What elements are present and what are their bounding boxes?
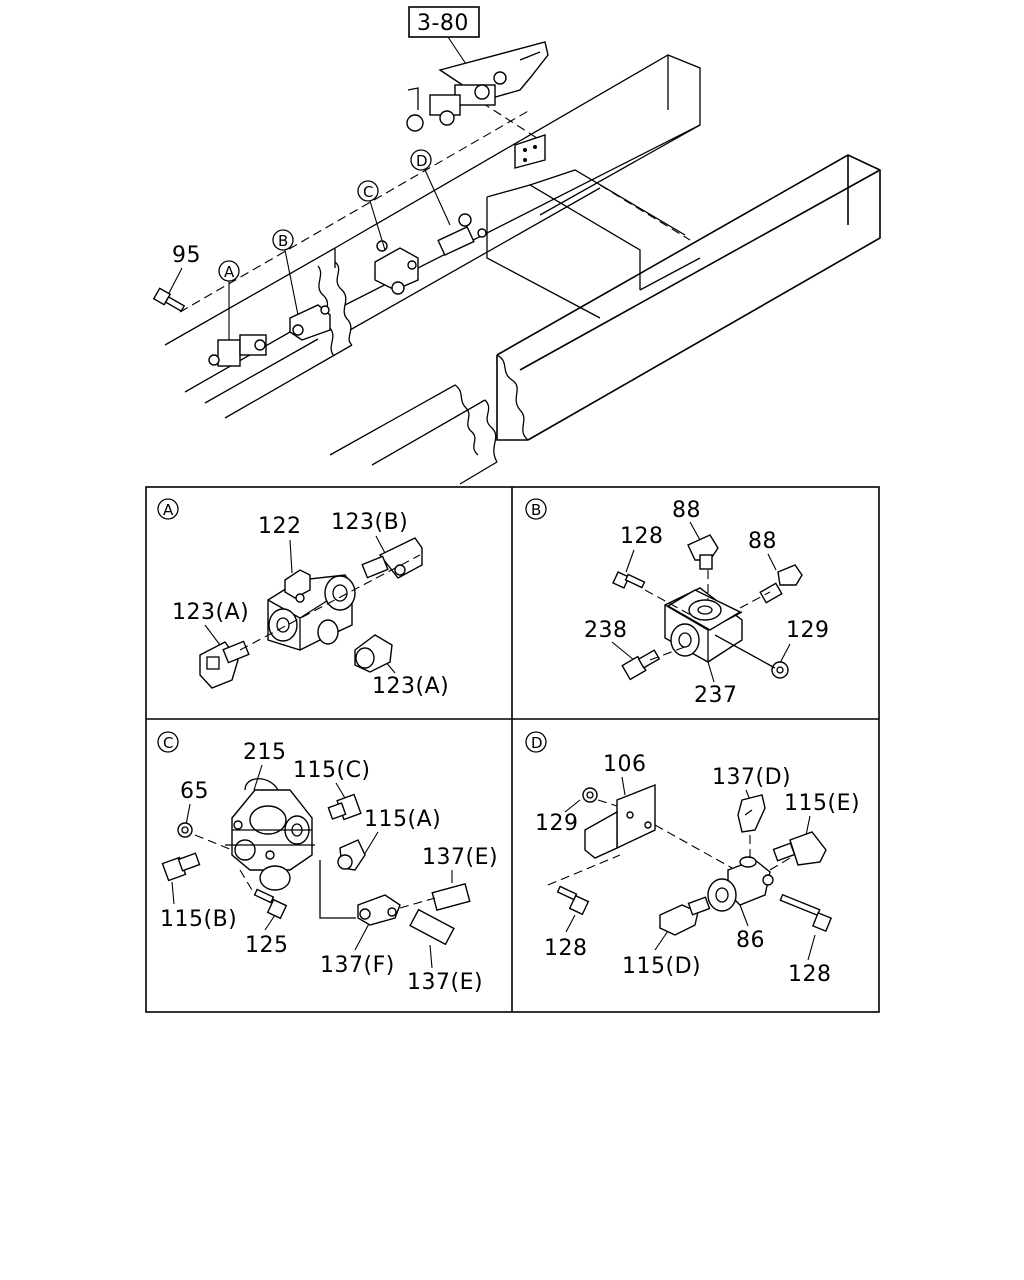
overview-part-c: [374, 240, 419, 295]
panel-a: A 122 123(B) 123(A) 123(A): [157, 498, 449, 699]
svg-text:88: 88: [672, 498, 701, 523]
overview-callout-c: C: [357, 180, 386, 251]
svg-text:122: 122: [258, 514, 302, 539]
svg-text:125: 125: [245, 933, 289, 958]
svg-text:137(E): 137(E): [407, 970, 483, 995]
svg-text:65: 65: [180, 779, 209, 804]
svg-text:115(B): 115(B): [160, 907, 237, 932]
svg-text:88: 88: [748, 529, 777, 554]
svg-text:115(D): 115(D): [622, 954, 701, 979]
svg-text:137(F): 137(F): [320, 953, 395, 978]
overview-part-d: [437, 213, 487, 256]
svg-text:123(A): 123(A): [372, 674, 449, 699]
panel-d: D 106 137(D) 115(E) 129 128 86 115(D) 12…: [525, 731, 860, 987]
svg-text:137(E): 137(E): [422, 845, 498, 870]
svg-text:115(C): 115(C): [293, 758, 371, 783]
svg-text:215: 215: [243, 740, 287, 765]
panel-b: B 88 88 128 238 129 237: [525, 498, 830, 708]
svg-text:D: D: [416, 152, 428, 170]
svg-text:128: 128: [788, 962, 832, 987]
svg-text:B: B: [278, 232, 288, 250]
svg-text:137(D): 137(D): [712, 765, 791, 790]
detail-panels-frame: [145, 486, 880, 1013]
svg-text:95: 95: [172, 243, 201, 268]
overview-callout-a: A: [218, 260, 240, 340]
panel-b-tag: B: [531, 501, 541, 519]
overview-part-a: [208, 334, 267, 367]
panel-a-tag: A: [163, 501, 174, 519]
overview-callout-b: B: [272, 229, 299, 316]
svg-text:115(E): 115(E): [784, 791, 860, 816]
overview-callout-d: D: [410, 149, 451, 226]
svg-text:115(A): 115(A): [364, 807, 441, 832]
svg-text:128: 128: [544, 936, 588, 961]
svg-text:86: 86: [736, 928, 765, 953]
overview-part-b: [289, 304, 331, 341]
overview-callout-95: 95: [152, 243, 201, 313]
svg-text:237: 237: [694, 683, 738, 708]
svg-text:129: 129: [786, 618, 830, 643]
chassis-frame-overview: [164, 54, 881, 485]
reference-text: 3-80: [417, 11, 469, 36]
svg-text:123(A): 123(A): [172, 600, 249, 625]
reference-box: 3-80: [408, 6, 480, 71]
svg-text:129: 129: [535, 811, 579, 836]
top-valve-assembly: [406, 41, 549, 169]
panel-d-tag: D: [531, 734, 543, 752]
svg-text:238: 238: [584, 618, 628, 643]
svg-text:106: 106: [603, 752, 647, 777]
panel-c-tag: C: [163, 734, 173, 752]
svg-text:A: A: [224, 263, 235, 281]
svg-text:123(B): 123(B): [331, 510, 408, 535]
svg-text:128: 128: [620, 524, 664, 549]
svg-text:C: C: [363, 183, 373, 201]
panel-c: C 215 115(C) 65 115(A) 137(E) 115(B) 125…: [157, 731, 498, 995]
